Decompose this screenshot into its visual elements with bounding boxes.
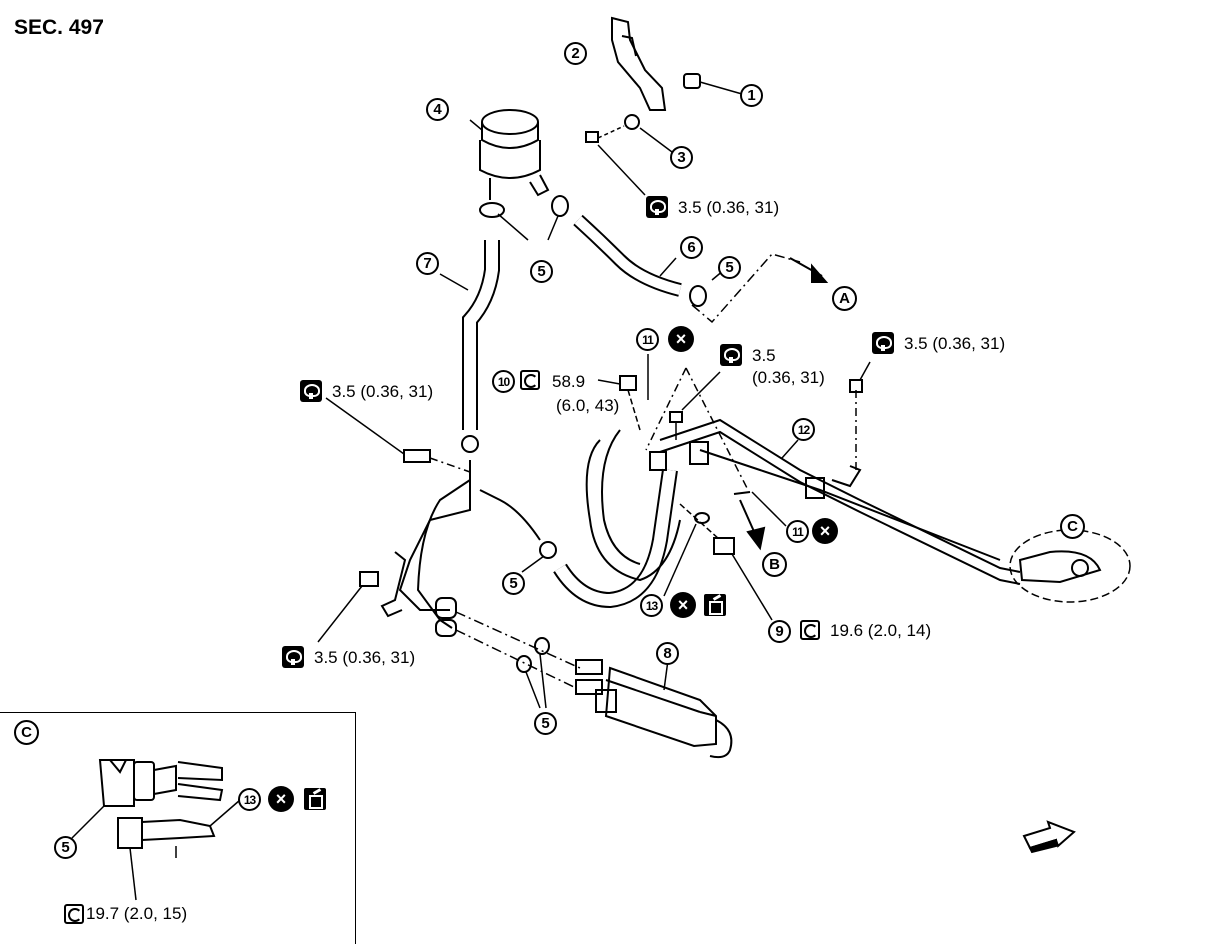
- callout-5: 5: [54, 836, 77, 859]
- callout-4: 4: [426, 98, 449, 121]
- callout-8: 8: [656, 642, 679, 665]
- no-reuse-icon: ×: [268, 786, 294, 812]
- torque-wrench-icon: [800, 620, 820, 640]
- pressure-pipe: [659, 418, 1021, 573]
- callout-2: 2: [564, 42, 587, 65]
- oil-cooler: [575, 659, 733, 759]
- bolt-part: [359, 571, 379, 587]
- callout-5: 5: [530, 260, 553, 283]
- torque-wrench-icon: [300, 380, 322, 402]
- torque-wrench-icon: [646, 196, 668, 218]
- no-reuse-icon: ×: [668, 326, 694, 352]
- copper-washer: [694, 512, 710, 524]
- torque-spec: 3.5 (0.36, 31): [332, 382, 434, 401]
- callout-9: 9: [768, 620, 791, 643]
- eye-bolt: [619, 375, 637, 391]
- no-reuse-icon: ×: [812, 518, 838, 544]
- section-title: SEC. 497: [14, 16, 104, 39]
- ref-c: C: [14, 720, 39, 745]
- torque-spec: (6.0, 43): [556, 396, 620, 415]
- nut-part: [585, 114, 673, 196]
- ref-c: C: [1060, 514, 1085, 539]
- fluid-apply-icon: [304, 788, 326, 810]
- detail-c-drawing: [71, 759, 241, 901]
- union-bolt: [713, 537, 735, 555]
- callout-13: 13: [238, 788, 261, 811]
- no-reuse-icon: ×: [670, 592, 696, 618]
- torque-wrench-icon: [520, 370, 540, 390]
- callout-10: 10: [492, 370, 515, 393]
- hose-clamp: [534, 637, 550, 655]
- torque-wrench-icon: [720, 344, 742, 366]
- torque-spec: 19.6 (2.0, 14): [830, 621, 932, 640]
- torque-wrench-icon: [64, 904, 84, 924]
- detail-c-marker: [1009, 529, 1131, 603]
- hose-clamp: [689, 285, 707, 307]
- callout-13: 13: [640, 594, 663, 617]
- torque-spec: 3.5 (0.36, 31): [314, 648, 416, 667]
- callout-5: 5: [534, 712, 557, 735]
- torque-spec: 3.5: [752, 346, 776, 365]
- bolt-part: [683, 73, 743, 95]
- hose-clamp: [479, 202, 505, 218]
- torque-spec: 3.5 (0.36, 31): [904, 334, 1006, 353]
- callout-7: 7: [416, 252, 439, 275]
- callout-3: 3: [670, 146, 693, 169]
- fluid-apply-icon: [704, 594, 726, 616]
- callout-11: 11: [636, 328, 659, 351]
- bracket-part: [611, 16, 667, 111]
- detail-c-panel: [0, 712, 356, 944]
- callout-5: 5: [502, 572, 525, 595]
- bolt-part: [403, 449, 431, 463]
- callout-6: 6: [680, 236, 703, 259]
- hose-clamp: [551, 195, 569, 217]
- torque-wrench-icon: [872, 332, 894, 354]
- reservoir-tank: [469, 109, 550, 200]
- torque-spec: (0.36, 31): [752, 368, 825, 387]
- hose-clamp: [539, 541, 557, 559]
- torque-spec: 58.9: [552, 372, 586, 391]
- callout-12: 12: [792, 418, 815, 441]
- ref-a: A: [832, 286, 857, 311]
- torque-spec: 19.7 (2.0, 15): [86, 904, 188, 923]
- torque-spec: 3.5 (0.36, 31): [678, 198, 780, 217]
- torque-wrench-icon: [282, 646, 304, 668]
- hose-clamp: [516, 655, 532, 673]
- callout-11: 11: [786, 520, 809, 543]
- callout-1: 1: [740, 84, 763, 107]
- callout-5: 5: [718, 256, 741, 279]
- pipe-clip: [805, 477, 825, 499]
- ref-b: B: [762, 552, 787, 577]
- pipe-assembly-left: [380, 460, 541, 637]
